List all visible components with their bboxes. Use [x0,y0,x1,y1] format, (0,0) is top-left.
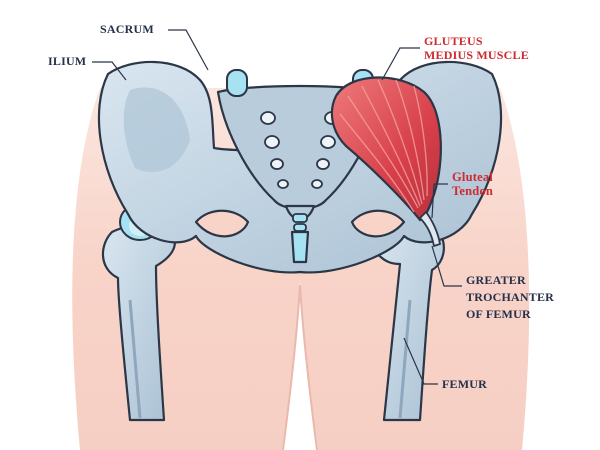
label-gluteus-line-2: MEDIUS MUSCLE [424,48,529,62]
gluteal-tendon [418,210,442,248]
label-gluteus-line-1: GLUTEUS [424,34,483,48]
label-trochanter-line-2: TROCHANTER [466,290,555,304]
label-femur: FEMUR [442,377,487,391]
label-trochanter-line-1: GREATER [466,273,526,287]
label-tendon-line-2: Tendon [452,184,494,198]
leader-lines [92,29,462,385]
label-ilium: ILIUM [48,54,87,68]
label-gluteal-tendon: Gluteal Tendon [452,170,493,198]
label-gluteus-medius: GLUTEUS MEDIUS MUSCLE [424,34,529,62]
leg-gap-shadow [282,284,318,450]
label-trochanter-line-3: OF FEMUR [466,307,531,321]
coccyx [292,213,308,232]
label-sacrum: SACRUM [100,22,154,36]
label-tendon-line-1: Gluteal [452,170,493,184]
label-greater-trochanter: GREATER TROCHANTER OF FEMUR [466,272,554,323]
gluteus-medius-muscle [330,76,442,222]
